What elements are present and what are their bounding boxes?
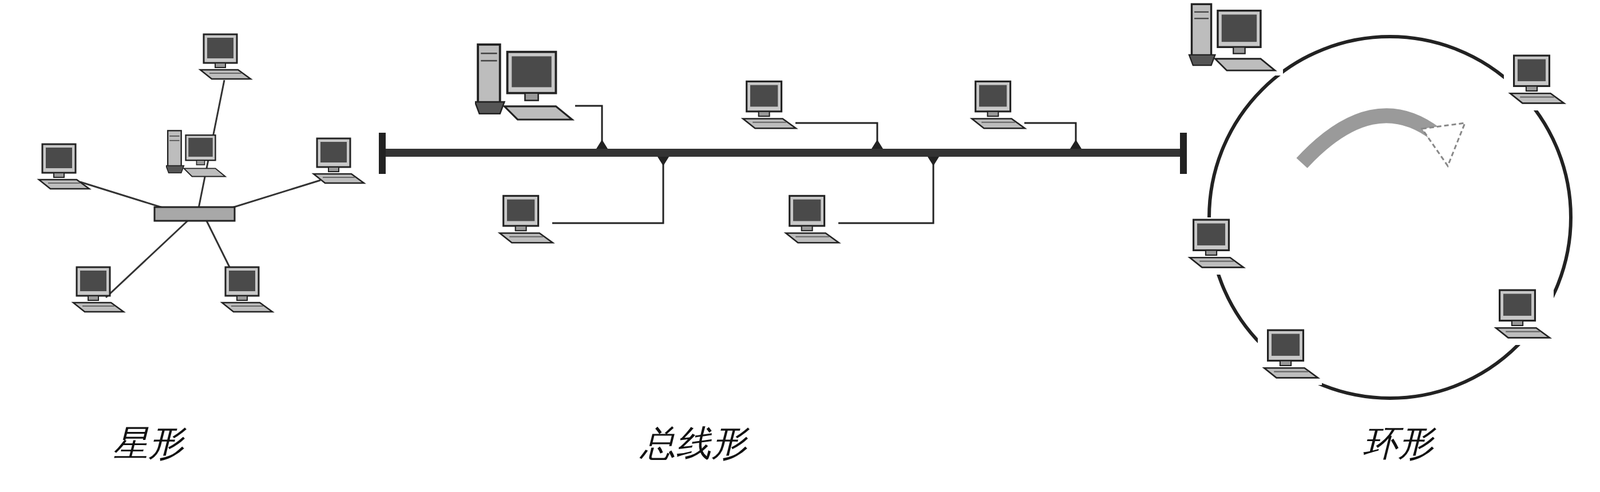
server-icon (165, 130, 226, 177)
bus-cable (382, 148, 1184, 157)
topology-caption: 环形 (1362, 422, 1434, 465)
topology-caption: 星形 (112, 422, 184, 465)
computer-icon (971, 81, 1025, 129)
drop-line (795, 123, 878, 142)
gap-patch (1489, 287, 1554, 346)
gap-patch (1183, 217, 1248, 275)
computer-icon (1189, 219, 1244, 268)
ring-computers (1183, 1, 1568, 386)
drop-line (1024, 123, 1076, 142)
drop-line (552, 163, 664, 224)
topology-caption: 总线形 (640, 422, 747, 465)
star-links (80, 80, 321, 298)
computer-icon (1510, 55, 1564, 104)
server-icon (1189, 4, 1275, 71)
computer-icon (222, 267, 273, 312)
direction-arrow (1301, 115, 1437, 164)
hub-box (154, 207, 235, 221)
arrow-head (1422, 123, 1465, 166)
tap (596, 139, 608, 149)
computer-icon (38, 144, 90, 189)
computer-icon (499, 195, 553, 243)
tap (927, 156, 940, 166)
drop-line (838, 163, 934, 224)
computer-icon (1264, 330, 1318, 378)
bus-terminator (378, 132, 386, 174)
computer-icon (1495, 290, 1550, 338)
computer-icon (200, 34, 251, 79)
tap (1070, 139, 1082, 149)
bus-terminator (1179, 132, 1187, 174)
computer-icon (313, 138, 364, 184)
tap (871, 139, 883, 149)
gap-patch (1185, 1, 1283, 76)
tap (657, 156, 669, 166)
server-icon (474, 44, 573, 120)
gap-patch (1257, 327, 1322, 386)
drop-line (575, 105, 603, 142)
link-line (105, 219, 189, 298)
gap-patch (1503, 53, 1568, 111)
bus-taps (596, 139, 1082, 166)
computer-icon (73, 267, 124, 312)
computer-icon (785, 195, 839, 243)
ring-cable (1209, 36, 1571, 399)
computer-icon (742, 81, 796, 129)
